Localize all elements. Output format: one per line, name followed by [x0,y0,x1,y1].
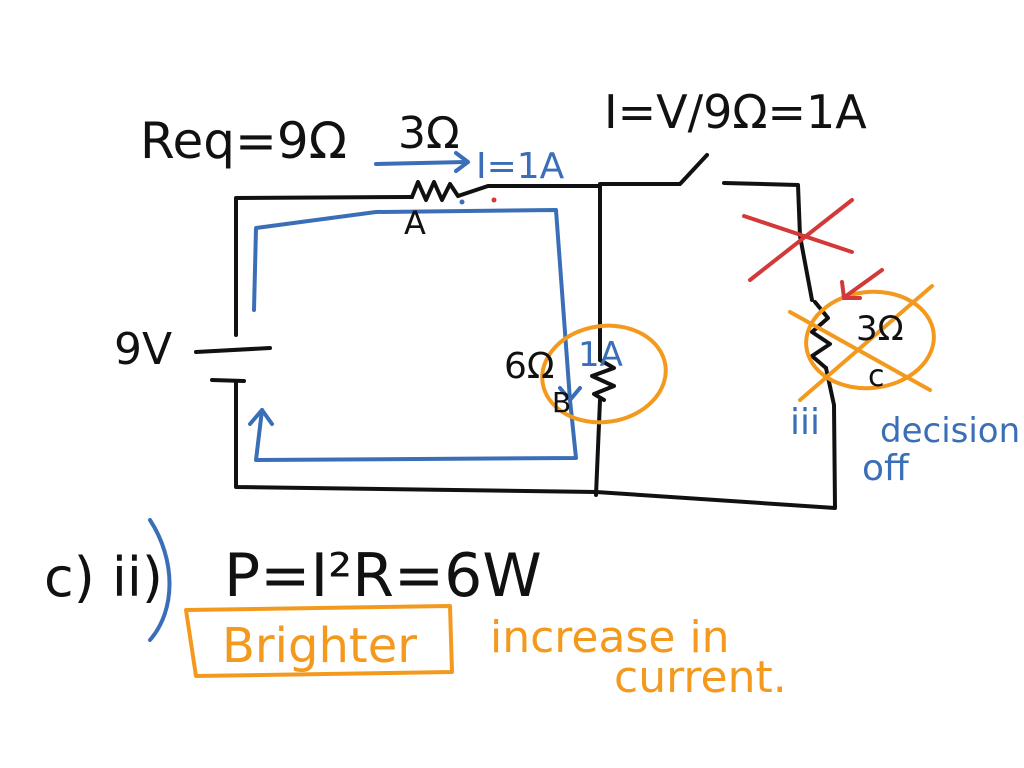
red-arrow-shaft [844,268,884,298]
wire-middle-lower [594,398,602,497]
battery-voltage-label: 9V [114,324,172,375]
resistor-c [810,300,832,370]
equivalent-resistance-label: Req=9Ω [140,112,347,170]
current-arrow-up-head [248,408,274,426]
battery-symbol [194,346,272,383]
switch-cross-2 [748,198,854,282]
current-loop [248,151,582,462]
reason-line2: current. [614,652,787,703]
red-arrow-head [840,280,862,300]
answer-box [184,604,454,678]
part-label: c) ii) [44,546,163,609]
point-b-label: B [552,386,571,419]
switch-note-line2: off [862,448,910,489]
switch-note-line1: decision [880,411,1020,451]
part-paren-right [148,518,172,642]
battery-short-plate [210,378,246,383]
bulb-c-cross-1 [788,310,932,392]
red-marks [742,198,884,300]
current-formula: I=V/9Ω=1A [604,85,867,139]
power-formula: P=I²R=6W [224,541,542,611]
bulb-b-circle [540,323,668,425]
wire-bottom [234,381,837,510]
resistor-b [590,358,616,402]
resistor-b-value: 6Ω [504,346,554,387]
point-a-label: A [404,204,426,242]
wire-left-top [234,195,414,337]
resistor-c-mark: c [868,359,885,394]
battery-long-plate [194,346,272,354]
part-iii-mark: iii [790,402,820,443]
wire-right-upper [722,181,814,302]
switch-cross-1 [742,214,854,254]
answer-brighter: Brighter [222,618,417,674]
resistor-a-value: 3Ω [398,108,460,159]
current-arrow-head [454,151,470,173]
dot-blue [459,199,465,205]
dot-red [491,197,497,203]
bulb-c-circle [804,289,936,391]
current-path-bottom [254,398,578,462]
wire-top-middle [456,184,602,198]
circuit-wires [234,153,837,510]
resistor-c-value: 3Ω [856,309,904,349]
switch-arm [598,153,709,186]
current-path-top [252,208,572,402]
resistor-a [410,180,460,202]
resistor-b-current: 1A [578,335,623,375]
current-arrow-shaft [374,160,468,166]
current-arrow-down-head [558,386,582,402]
current-label: I=1A [476,146,565,187]
orange-marks [540,284,936,425]
bulb-c-cross-2 [798,284,934,402]
reason-line1: increase in [490,612,730,663]
